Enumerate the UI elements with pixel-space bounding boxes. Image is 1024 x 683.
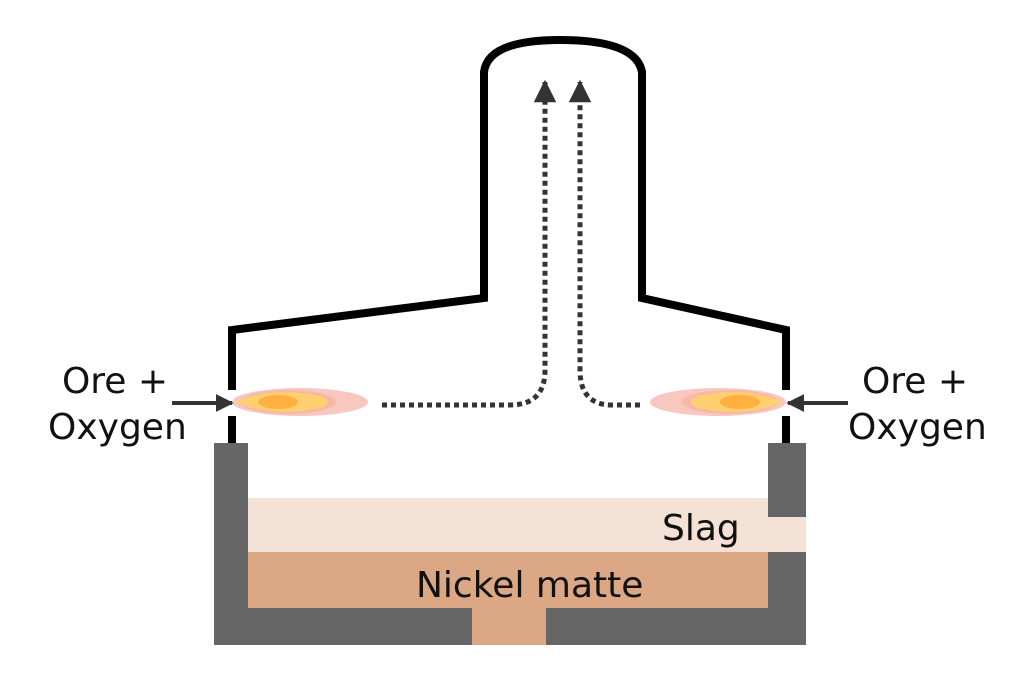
left-inlet-label-line2: Oxygen <box>48 407 187 448</box>
right-gas-flow-arrow <box>568 79 640 408</box>
furnace-wall-right-bottom <box>546 552 806 645</box>
right-inlet-label-line1: Ore + <box>861 361 969 402</box>
left-flame <box>232 388 368 416</box>
nickel-matte-label: Nickel matte <box>416 565 644 606</box>
left-gas-flow-arrow <box>382 79 557 408</box>
slag-layer <box>248 498 806 552</box>
slag-label: Slag <box>662 508 740 549</box>
right-inlet-label-line2: Oxygen <box>848 407 987 448</box>
right-flame <box>650 388 786 416</box>
nickel-matte-layer <box>248 552 768 645</box>
furnace-wall-left-and-bottom <box>214 443 472 645</box>
furnace-wall-right-upper <box>768 443 806 517</box>
reaction-shaft-outline <box>228 35 790 443</box>
left-inlet-label-line1: Ore + <box>61 361 169 402</box>
